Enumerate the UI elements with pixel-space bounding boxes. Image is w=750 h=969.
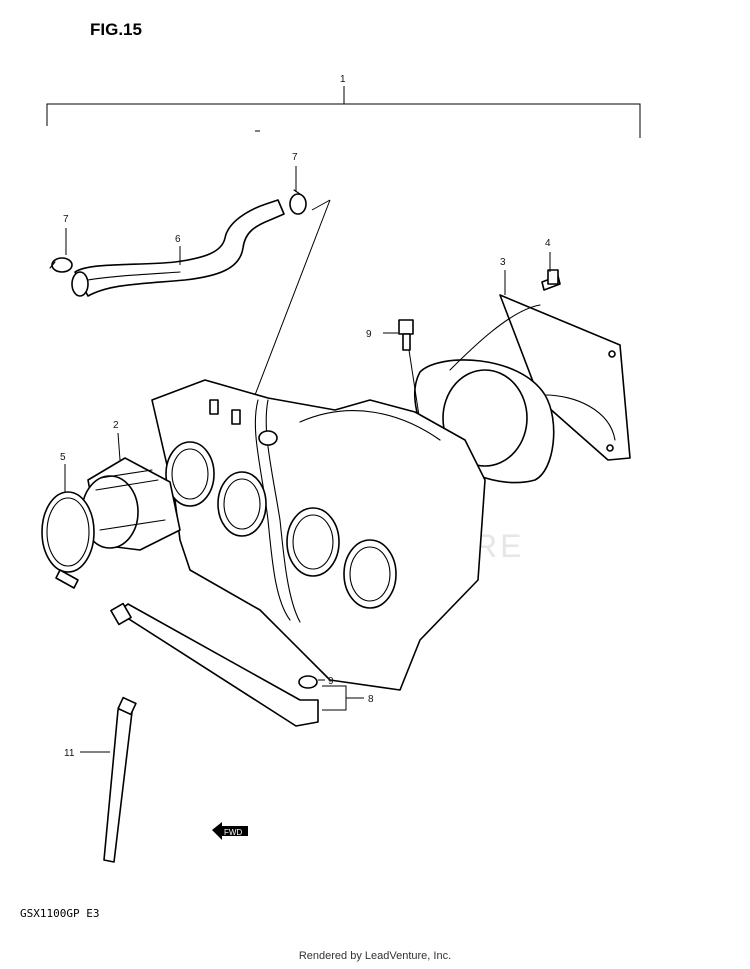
assembly-bracket <box>46 86 641 138</box>
hose-clamp-left <box>49 257 73 273</box>
callout-4: 4 <box>545 238 551 249</box>
figure-title: FIG.15 <box>90 20 142 39</box>
air-cleaner-box <box>151 379 486 691</box>
callout-7-left: 7 <box>63 214 69 225</box>
callout-6: 6 <box>175 234 181 245</box>
svg-text:FWD: FWD <box>224 828 242 837</box>
drain-clip <box>298 675 318 689</box>
callout-9: 9 <box>328 676 334 687</box>
bolt <box>398 319 414 351</box>
callout-3: 3 <box>500 257 506 268</box>
callout-8: 8 <box>368 694 374 705</box>
fwd-arrow-icon: FWD <box>212 822 248 840</box>
callout-11: 11 <box>64 748 75 759</box>
footer-text: Rendered by LeadVenture, Inc. <box>298 950 452 962</box>
element-screw <box>541 269 561 291</box>
cable-tie <box>103 696 137 863</box>
drain-hose <box>110 602 319 727</box>
callout-1: 1 <box>340 74 346 85</box>
hose-clamp-right <box>289 189 307 215</box>
intake-boot <box>81 457 181 551</box>
model-code: GSX1100GP E3 <box>20 907 99 920</box>
clamp-band <box>41 491 95 589</box>
callout-2: 2 <box>113 420 119 431</box>
callout-10: 9 <box>366 329 372 340</box>
callout-5: 5 <box>60 452 66 463</box>
callout-7-right: 7 <box>292 152 298 163</box>
breather-hose <box>71 199 285 297</box>
